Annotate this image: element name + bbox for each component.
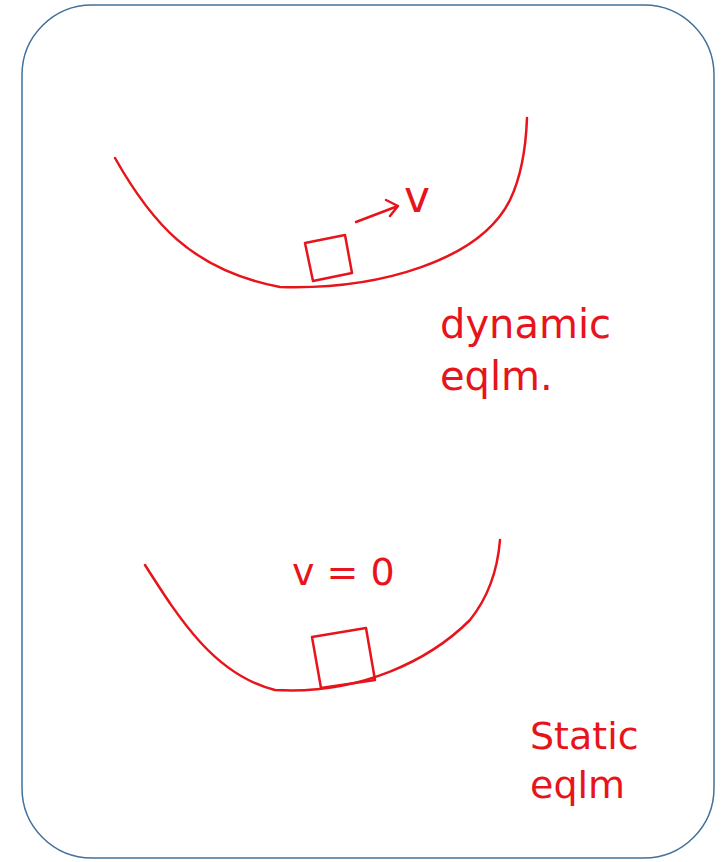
bowl-curve [145,540,500,690]
velocity-label: v [404,168,464,225]
frame [22,5,714,858]
velocity-arrow [356,200,398,222]
state-label: dynamic eqlm. [440,298,640,402]
block [312,628,375,688]
velocity-label: v = 0 [292,548,432,597]
block [305,235,352,281]
state-label: Static eqlm [530,712,700,811]
bowl-curve [115,118,527,287]
